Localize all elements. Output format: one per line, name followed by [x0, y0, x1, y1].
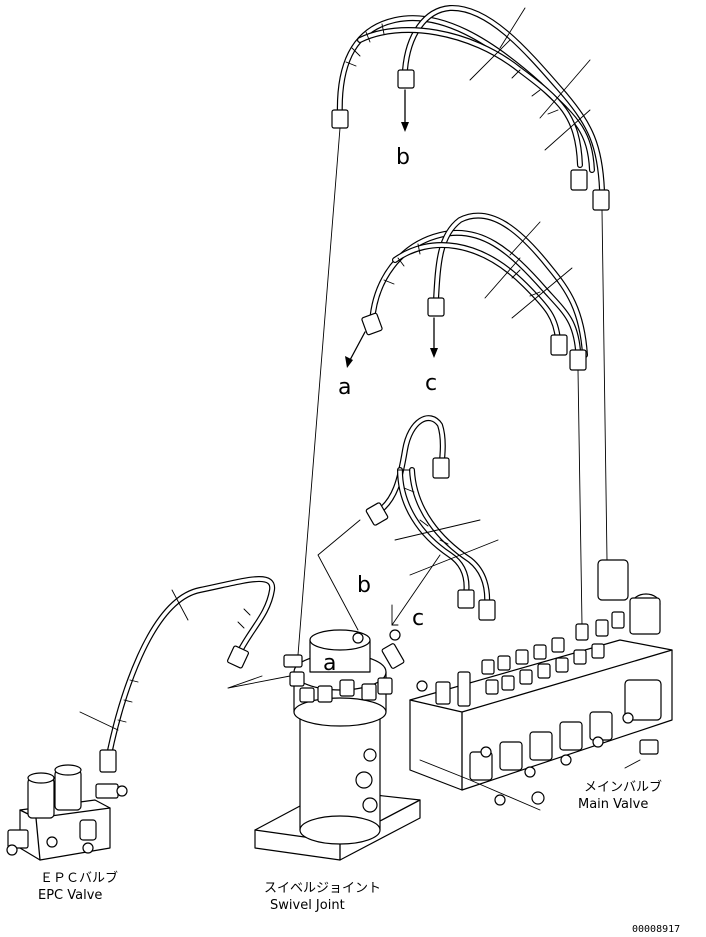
callout-c-top: c: [425, 371, 437, 396]
epc-hose: [79, 576, 291, 773]
lower-hose-bundle: [317, 415, 499, 631]
epc-valve: [6, 764, 128, 861]
swivel-joint: [254, 629, 421, 861]
upper-hose-bundle: [331, 4, 610, 211]
callout-a-top: a: [338, 375, 351, 400]
figure-number: 00008917: [632, 924, 680, 935]
main-valve: [409, 559, 673, 811]
callout-a-bottom: a: [323, 651, 336, 676]
callout-c-bottom: c: [412, 606, 424, 631]
epc-valve-label-en: EPC Valve: [38, 888, 102, 903]
main-valve-label-en: Main Valve: [578, 797, 648, 812]
callout-b-top: b: [396, 145, 410, 170]
swivel-joint-label-en: Swivel Joint: [270, 898, 345, 913]
swivel-joint-label-jp: スイベルジョイント: [264, 881, 381, 896]
main-valve-label-jp: メインバルブ: [584, 779, 662, 795]
callout-b-bottom: b: [357, 573, 371, 598]
connection-lines: [297, 127, 608, 656]
epc-valve-label-jp: ＥＰＣバルブ: [40, 870, 118, 886]
middle-hose-bundle: [345, 212, 588, 371]
